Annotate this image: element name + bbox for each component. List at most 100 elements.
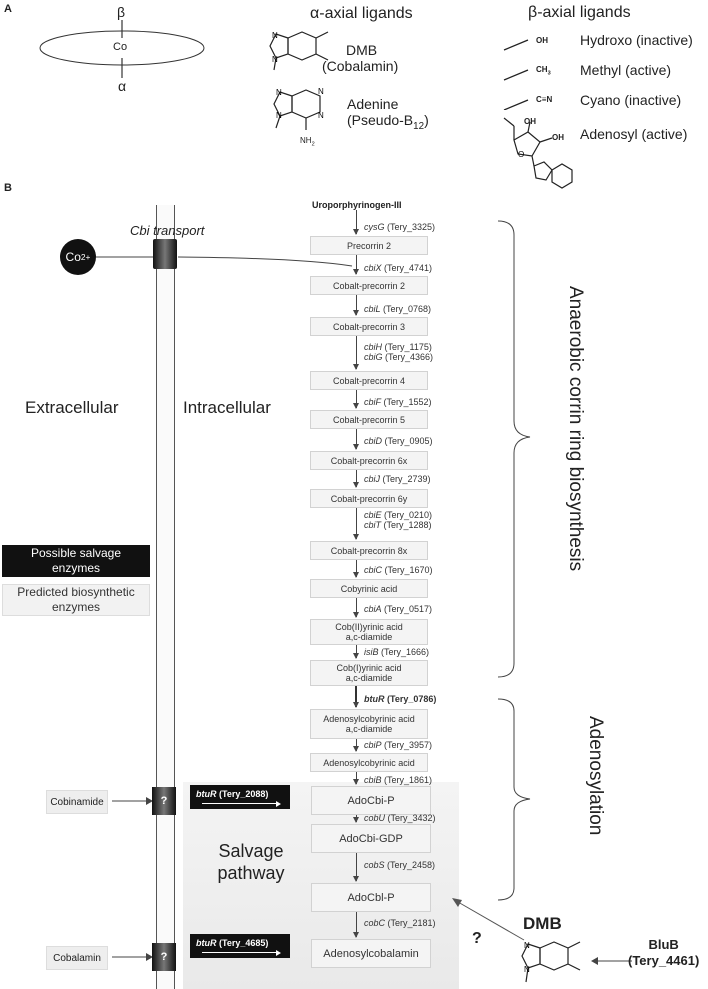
hydroxo-label: Hydroxo (inactive)	[580, 32, 693, 48]
compound-box: Adenosylcobyrinic acid a,c-diamide	[310, 709, 428, 739]
enzyme-label: cbiC (Tery_1670)	[364, 565, 433, 575]
compound-box: Precorrin 2	[310, 236, 428, 255]
salvage-enzyme-btur-2088: btuR (Tery_2088)	[190, 785, 290, 809]
svg-text:N: N	[276, 88, 282, 97]
cobalt-center-diagram	[39, 20, 205, 78]
enzyme-label: cbiE (Tery_0210)cbiT (Tery_1288)	[364, 510, 433, 530]
cobalamin-arrow	[112, 953, 153, 961]
start-compound: Uroporphyrinogen-III	[312, 200, 402, 210]
pathway-arrow	[353, 390, 359, 409]
beta-symbol: β	[117, 4, 126, 20]
hydroxo-group: OH	[536, 36, 548, 45]
methyl-group: CH3	[536, 65, 551, 77]
adenine-ligand-name: Adenine	[347, 96, 399, 112]
pathway-arrow	[353, 255, 359, 275]
alpha-ligands-title: α-axial ligands	[310, 5, 413, 22]
cobalamin-transporter-icon: ?	[152, 943, 176, 971]
svg-text:N: N	[276, 111, 282, 120]
compound-box: AdoCbl-P	[311, 883, 431, 912]
pathway-arrow	[353, 336, 359, 370]
pathway-arrow	[353, 470, 359, 488]
enzyme-label: cbiH (Tery_1175)cbiG (Tery_4366)	[364, 342, 434, 362]
pathway-arrow	[353, 508, 359, 540]
pathway-arrow	[353, 560, 359, 578]
adenine-structure-icon: N N N N	[273, 87, 324, 130]
enzyme-label: cbiA (Tery_0517)	[364, 604, 433, 614]
pathway-arrow	[353, 853, 359, 882]
cobalt-label: Co	[113, 41, 128, 53]
blub-to-dmb-arrow	[591, 957, 632, 965]
blub-label: BluB (Tery_4461)	[628, 937, 700, 968]
enzyme-label: cbiL (Tery_0768)	[364, 304, 432, 314]
extracellular-label: Extracellular	[25, 398, 119, 417]
pathway-arrow	[353, 815, 359, 823]
pathway-arrow	[353, 598, 359, 618]
pathway-arrow	[353, 772, 359, 785]
enzyme-label: cbiJ (Tery_2739)	[364, 474, 431, 484]
adenine-ligand-subtitle: (Pseudo-B12)	[347, 112, 429, 132]
dmb-to-adocbl-arrow	[452, 898, 525, 941]
svg-text:N: N	[272, 55, 278, 64]
svg-text:N: N	[318, 87, 324, 96]
enzyme-label: btuR (Tery_0786)	[364, 694, 437, 704]
svg-text:O: O	[518, 150, 524, 159]
dmb-structure-icon: N N	[269, 31, 329, 71]
salvage-pathway-label: Salvage pathway	[217, 841, 285, 883]
pathway-arrow	[353, 429, 359, 450]
adenosyl-label: Adenosyl (active)	[580, 126, 688, 142]
compound-box: Cobyrinic acid	[310, 579, 428, 598]
beta-ligand-bonds	[503, 39, 529, 110]
alpha-symbol: α	[118, 78, 127, 94]
adenine-nh2-label: NH2	[300, 136, 315, 148]
adenosyl-oh-label-1: OH	[524, 117, 536, 126]
dmb-ligand-name: DMB	[346, 42, 378, 58]
enzyme-label: cysG (Tery_3325)	[364, 222, 436, 232]
enzyme-label: isiB (Tery_1666)	[364, 647, 430, 657]
pathway-arrow	[353, 912, 359, 938]
cobinamide-arrow	[112, 797, 153, 805]
svg-text:N: N	[318, 111, 324, 120]
panel-b-label: B	[4, 182, 12, 194]
enzyme-label: cbiF (Tery_1552)	[364, 397, 432, 407]
adenosylation-brace-label: Adenosylation	[585, 716, 606, 836]
membrane-inner-line	[174, 205, 175, 989]
compound-box: Adenosylcobyrinic acid	[310, 753, 428, 772]
methyl-label: Methyl (active)	[580, 62, 672, 78]
adenosyl-structure-icon: O	[503, 117, 573, 189]
cobinamide-box: Cobinamide	[46, 790, 108, 814]
enzyme-label: cbiD (Tery_0905)	[364, 436, 433, 446]
dmb-to-adocbl-question: ?	[472, 930, 482, 947]
intracellular-label: Intracellular	[183, 398, 271, 417]
svg-text:N: N	[272, 31, 278, 40]
pathway-arrow	[353, 645, 359, 659]
cbi-transporter-icon	[153, 239, 177, 269]
enzyme-label: cobC (Tery_2181)	[364, 918, 436, 928]
compound-box: Cobalt-precorrin 4	[310, 371, 428, 390]
pathway-braces	[497, 220, 531, 901]
enzyme-label: cbiB (Tery_1861)	[364, 775, 433, 785]
beta-ligands-title: β-axial ligands	[528, 4, 631, 21]
compound-box: AdoCbi-GDP	[311, 824, 431, 853]
legend-biosynthetic-enzymes: Predicted biosynthetic enzymes	[2, 584, 150, 616]
salvage-enzyme-btur-4685: btuR (Tery_4685)	[190, 934, 290, 958]
pathway-arrow	[353, 739, 359, 752]
compound-box: Adenosylcobalamin	[311, 939, 431, 968]
enzyme-label: cobU (Tery_3432)	[364, 813, 436, 823]
dmb-label: DMB	[523, 914, 562, 933]
compound-box: Cobalt-precorrin 2	[310, 276, 428, 295]
svg-text:N: N	[524, 941, 530, 950]
enzyme-label: cbiX (Tery_4741)	[364, 263, 433, 273]
legend-salvage-enzymes: Possible salvage enzymes	[2, 545, 150, 577]
enzyme-label: cbiP (Tery_3957)	[364, 740, 433, 750]
cyano-group: C≡N	[536, 95, 553, 104]
cyano-label: Cyano (inactive)	[580, 92, 682, 108]
cobalamin-box: Cobalamin	[46, 946, 108, 970]
dmb-molecule-icon: N N	[521, 941, 581, 983]
compound-box: Cobalt-precorrin 8x	[310, 541, 428, 560]
compound-box: Cob(I)yrinic acid a,c-diamide	[310, 660, 428, 686]
compound-box: Cobalt-precorrin 6x	[310, 451, 428, 470]
compound-box: Cob(II)yrinic acid a,c-diamide	[310, 619, 428, 645]
compound-box: Cobalt-precorrin 5	[310, 410, 428, 429]
pathway-arrow	[353, 295, 359, 316]
